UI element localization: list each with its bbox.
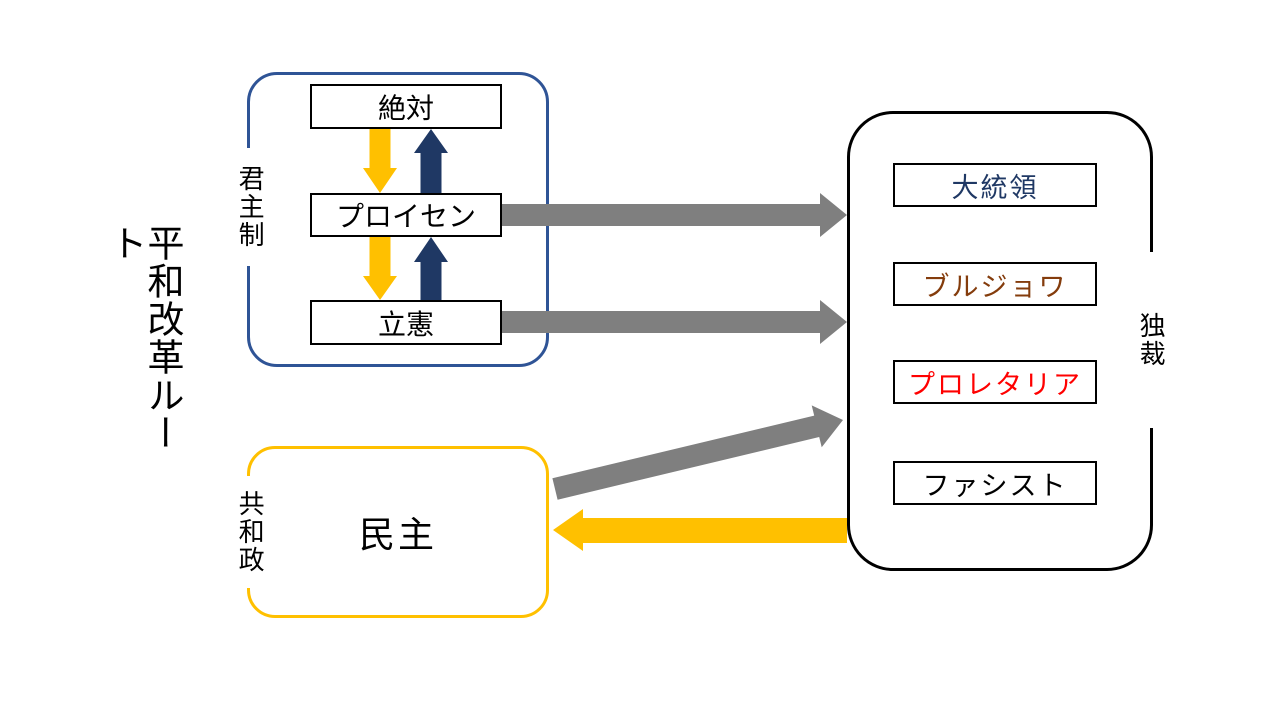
node-constitutional: 立憲 — [310, 300, 502, 345]
node-proletariat: プロレタリア — [893, 360, 1097, 404]
monarchy-label: 君主制 — [234, 148, 265, 266]
node-fascist: ファシスト — [893, 461, 1097, 505]
page-title: 平和改革ルート — [105, 224, 183, 452]
node-president: 大統領 — [893, 163, 1097, 207]
node-prussia: プロイセン — [310, 193, 502, 237]
node-democracy: 民主 — [358, 514, 437, 555]
arrow-democracy-to-dictatorship — [552, 405, 843, 500]
node-bourgeois: ブルジョワ — [893, 262, 1097, 306]
arrow-constitutional-to-dictatorship — [502, 300, 847, 344]
arrow-dictatorship-to-democracy — [553, 509, 847, 551]
node-absolute-monarchy: 絶対 — [310, 84, 502, 129]
republic-label: 共和政 — [234, 476, 265, 588]
arrow-prussia-to-dictatorship — [502, 193, 847, 237]
dictatorship-label: 独裁 — [1134, 252, 1167, 428]
